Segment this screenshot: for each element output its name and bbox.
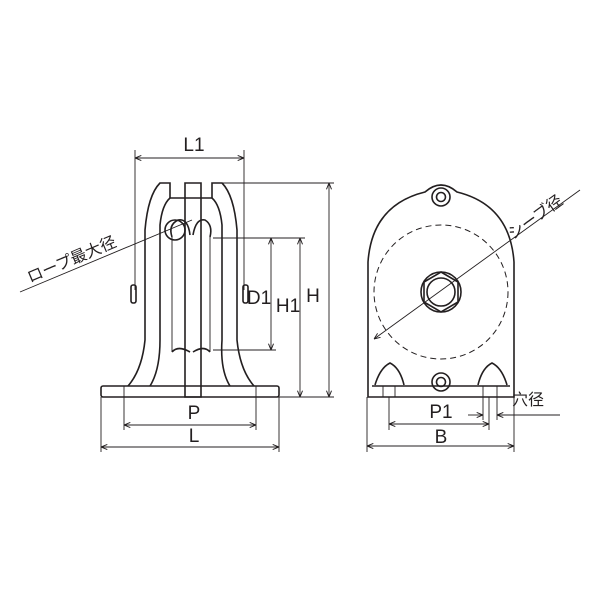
- label-L1: L1: [183, 135, 204, 156]
- label-H1: H1: [276, 296, 300, 317]
- top-bolt: [431, 187, 451, 207]
- label-P: P: [188, 403, 201, 424]
- side-base-plate: [100, 385, 280, 398]
- rope-diameter-leader: [19, 219, 193, 293]
- rib-right: [477, 362, 508, 386]
- side-view: [100, 182, 280, 398]
- label-B: B: [435, 427, 448, 448]
- label-rope-max-diameter: ロープ最大径: [24, 232, 119, 287]
- side-dimensions: L1 H H1 D1 P L ロープ最大径: [19, 135, 334, 452]
- sheave-edge: [184, 182, 202, 398]
- side-frame: [127, 182, 255, 387]
- label-D1: D1: [247, 288, 271, 309]
- sheave-diameter-leader: [374, 189, 581, 339]
- label-P1: P1: [429, 402, 452, 423]
- front-dimensions: シーブ径 P1 B 穴径: [366, 189, 581, 452]
- front-body: [367, 184, 515, 398]
- label-H: H: [306, 286, 320, 307]
- front-view: [367, 184, 515, 398]
- rib-left: [374, 362, 405, 386]
- rope-section: [164, 219, 186, 241]
- bottom-bolt: [431, 372, 451, 392]
- label-L: L: [189, 426, 200, 447]
- label-hole-diameter: 穴径: [512, 390, 544, 409]
- sheave-outline-dashed: [373, 224, 509, 360]
- label-sheave-diameter: シーブ径: [504, 191, 566, 243]
